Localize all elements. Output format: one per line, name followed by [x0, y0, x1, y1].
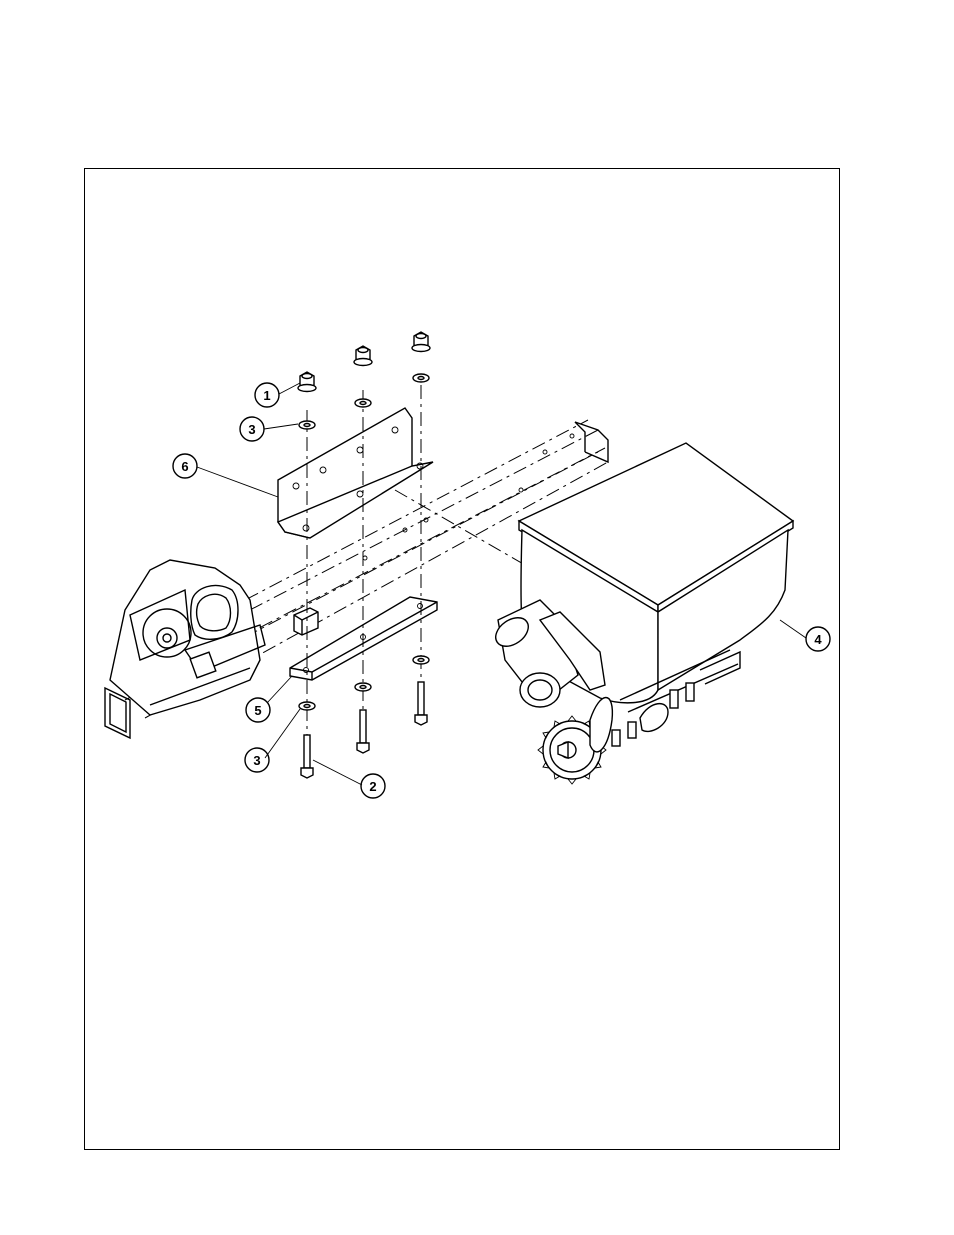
callout-1: 1 — [255, 383, 279, 407]
bolt-centerlines — [307, 385, 525, 740]
svg-text:1: 1 — [263, 388, 270, 403]
callout-4: 4 — [806, 627, 830, 651]
svg-text:5: 5 — [254, 703, 261, 718]
svg-text:3: 3 — [248, 422, 255, 437]
flange-nuts — [298, 332, 430, 392]
hopper-assembly — [490, 443, 793, 784]
wheel-bracket — [110, 560, 265, 715]
svg-text:2: 2 — [369, 779, 376, 794]
callout-3-upper: 3 — [240, 417, 264, 441]
svg-text:4: 4 — [814, 632, 822, 647]
callout-6: 6 — [173, 454, 197, 478]
svg-text:6: 6 — [181, 459, 188, 474]
callout-5: 5 — [246, 698, 270, 722]
tube-clip — [294, 608, 318, 635]
callout-3-lower: 3 — [245, 748, 269, 772]
svg-text:3: 3 — [253, 753, 260, 768]
callout-2: 2 — [361, 774, 385, 798]
